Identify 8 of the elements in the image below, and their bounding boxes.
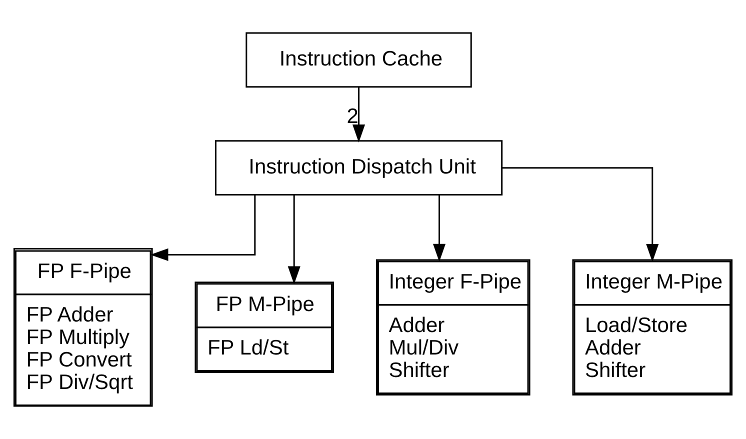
arrow (502, 167, 659, 262)
edge-label: 2 (346, 104, 358, 128)
arrow (288, 194, 300, 284)
arrow (352, 87, 366, 143)
node-box: Instruction Cache (246, 32, 472, 88)
arrow (432, 194, 446, 262)
arrow (150, 194, 256, 261)
node-box: Instruction Dispatch Unit (214, 140, 503, 196)
